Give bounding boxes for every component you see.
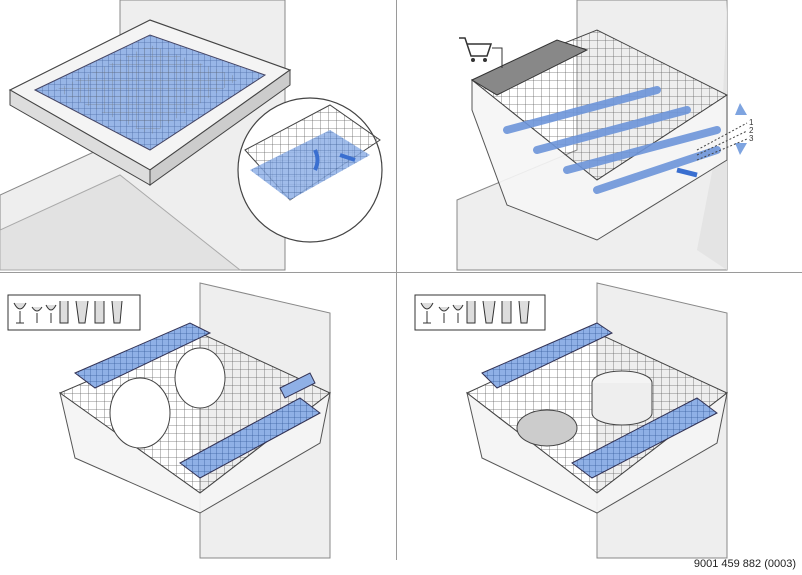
glassware-icon (414, 294, 546, 331)
glassware-icon (7, 294, 141, 331)
panel-divider-vertical (396, 0, 397, 560)
panel-loading-glasses-pot (414, 282, 728, 559)
panel-loading-glasses-plates (7, 282, 331, 559)
panel-upper-rack-adjust: 1 2 3 (456, 0, 754, 271)
document-number: 9001 459 882 (0003) (693, 558, 796, 570)
height-level-2: 2 (749, 126, 754, 135)
height-level-3: 3 (749, 134, 754, 143)
height-level-1: 1 (749, 118, 754, 127)
panel-cutlery-drawer (0, 0, 383, 271)
panel-divider-horizontal (0, 272, 802, 273)
shopping-cart-icon (459, 37, 503, 68)
